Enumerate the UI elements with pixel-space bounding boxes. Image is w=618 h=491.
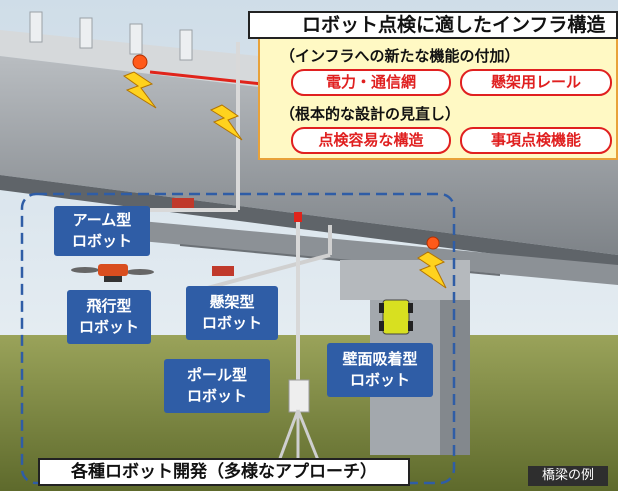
arm-robot-label: アーム型 ロボット xyxy=(54,206,150,256)
suspended-robot-label: 懸架型 ロボット xyxy=(186,286,278,340)
wall-robot-label: 壁面吸着型 ロボット xyxy=(327,343,433,397)
power-network-pill: 電力・通信網 xyxy=(291,69,451,96)
suspension-arm xyxy=(199,225,332,292)
drone-icon xyxy=(71,264,154,282)
category-new-functions: （インフラへの新たな機能の付加） xyxy=(280,47,520,65)
wall-robot-icon xyxy=(379,299,413,335)
callout-title: ロボット点検に適したインフラ構造 xyxy=(248,11,618,39)
bridge-example-tag: 橋梁の例 xyxy=(528,466,608,486)
arm-robot-structure xyxy=(150,42,240,212)
suspended-robot-body xyxy=(212,266,234,276)
inspection-function-pill: 事項点検機能 xyxy=(460,127,612,154)
robot-development-caption: 各種ロボット開発（多様なアプローチ） xyxy=(38,458,410,486)
category-redesign: （根本的な設計の見直し） xyxy=(280,105,461,123)
lightning-icon xyxy=(122,54,447,289)
pole-robot-label: ポール型 ロボット xyxy=(164,359,270,413)
flying-robot-label: 飛行型 ロボット xyxy=(67,290,151,344)
arm-robot-body xyxy=(172,198,194,208)
suspension-rail-pill: 懸架用レール xyxy=(460,69,612,96)
bridge-railing xyxy=(29,11,193,61)
easy-inspection-pill: 点検容易な構造 xyxy=(291,127,451,154)
